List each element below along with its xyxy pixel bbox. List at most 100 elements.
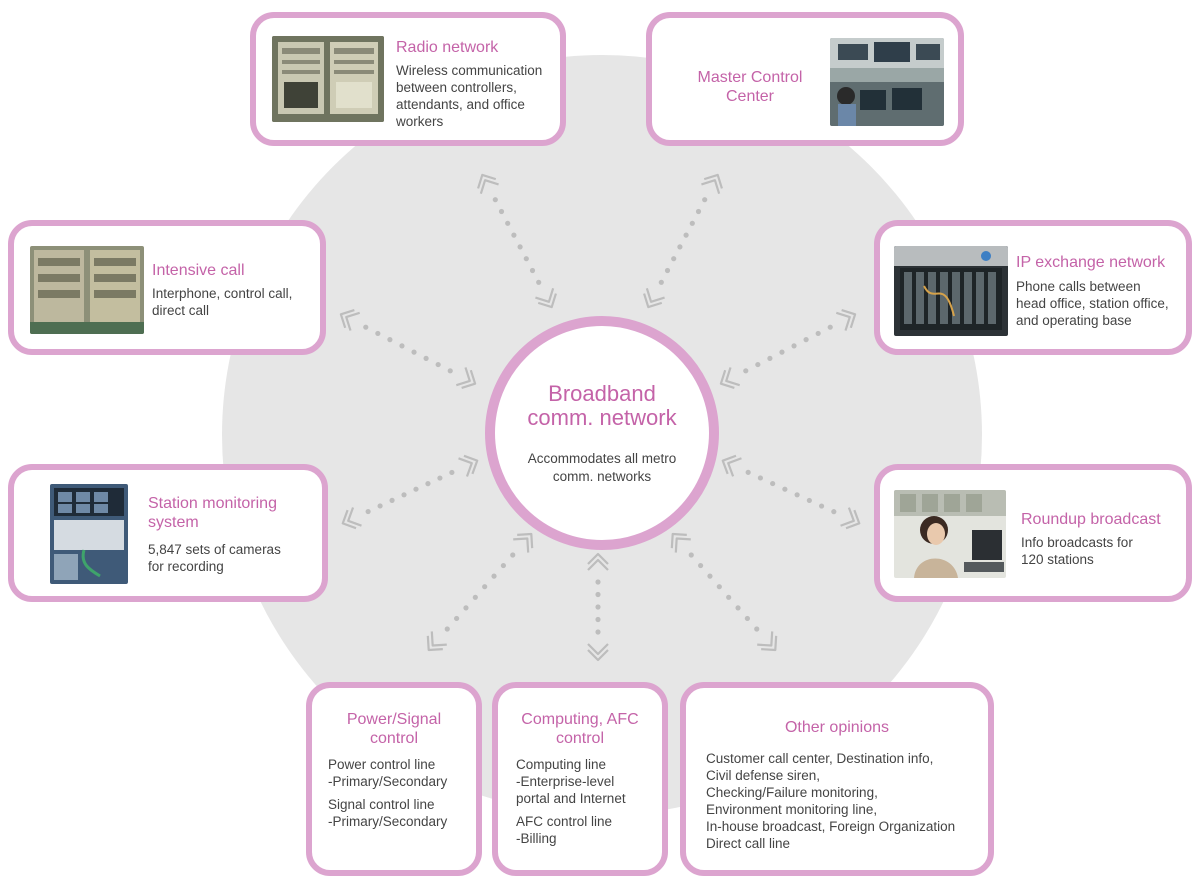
hub-title: Broadband comm. network (495, 382, 709, 430)
connector-dot-radio (511, 232, 517, 238)
ip-desc-line: and operating base (1016, 313, 1132, 328)
power-signal-title: Power/Signal control (312, 710, 476, 748)
connector-dot-station (365, 508, 371, 515)
connector-dot-computing (595, 604, 601, 610)
connector-dot-master (683, 232, 689, 238)
connector-dot-ip (803, 337, 809, 343)
ip-exchange-desc: Phone calls between head office, station… (1016, 278, 1169, 329)
computing-desc-line: -Enterprise-level (516, 774, 615, 789)
other-opinions-title: Other opinions (784, 719, 890, 736)
other-desc-line: Customer call center, Destination info, (706, 751, 934, 766)
computing-desc-line: Computing line (516, 757, 607, 772)
connector-dot-station (401, 492, 407, 498)
roundup-desc-line: 120 stations (1021, 552, 1094, 567)
hub-desc: Accommodates all metro comm. networks (495, 450, 709, 486)
connector-dot-computing (595, 616, 601, 623)
radio-network-title: Radio network (396, 39, 499, 56)
arrow-head-roundup-inner (721, 454, 742, 477)
connector-dot-intensive (447, 368, 453, 374)
connector-dot-roundup (818, 503, 825, 509)
radio-desc-line: attendants, and office (396, 97, 525, 112)
computing-desc-line: portal and Internet (516, 791, 626, 806)
intensive-desc-line: Interphone, control call, (152, 286, 293, 301)
connector-dot-roundup (782, 486, 788, 492)
connector-dot-radio (529, 267, 536, 274)
arrow-head-station-inner (458, 454, 479, 477)
arrow-head-other-outer (757, 631, 778, 652)
connector-dot-station (413, 486, 419, 492)
connector-dot-other (698, 562, 704, 569)
arrow-head-radio-inner (535, 287, 557, 309)
connector-dot-other (688, 552, 694, 558)
arrow-head-master-outer (701, 173, 723, 195)
radio-desc-line: Wireless communication (396, 63, 543, 78)
intensive-desc-line: direct call (152, 303, 210, 318)
other-desc-line: Checking/Failure monitoring, (706, 785, 878, 800)
connector-dot-station (425, 481, 431, 487)
other-desc-line: Direct call line (706, 836, 791, 851)
connector-dot-ip (755, 361, 761, 368)
connector-dot-ip (743, 368, 749, 374)
connector-dot-power (454, 615, 460, 622)
roundup-broadcast-desc: Info broadcasts for 120 stations (1021, 534, 1133, 568)
master-title-line: Center (725, 88, 775, 105)
card-ip-exchange-network: IP exchange network Phone calls between … (874, 220, 1192, 355)
computing-title-line: control (555, 730, 605, 747)
other-desc-line: In-house broadcast, Foreign Organization (706, 819, 956, 834)
connector-dot-radio (536, 279, 542, 285)
computing-title-line: Computing, AFC (521, 711, 639, 728)
connector-dot-other (754, 626, 760, 632)
arrow-head-intensive-inner (455, 367, 477, 390)
connector-dot-power (500, 562, 506, 569)
computing-afc-title: Computing, AFC control (498, 710, 662, 748)
power-title-line: Power/Signal (346, 711, 442, 728)
hub-desc-line: comm. networks (552, 469, 652, 484)
roundup-desc-line: Info broadcasts for (1021, 535, 1133, 550)
radio-desc-line: between controllers, (396, 80, 517, 95)
connector-dot-radio (523, 256, 529, 262)
connector-dot-master (695, 208, 702, 215)
connector-dot-roundup (794, 492, 800, 498)
connector-dot-power (510, 552, 516, 558)
connector-dot-other (707, 573, 713, 579)
connector-dot-intensive (375, 330, 381, 337)
connector-dot-ip (827, 324, 833, 330)
connector-dot-intensive (411, 349, 417, 355)
station-monitoring-title: Station monitoring system (148, 494, 277, 532)
arrow-head-other-inner (670, 532, 691, 553)
card-radio-network: Radio network Wireless communication bet… (250, 12, 566, 146)
arrow-head-intensive-outer (339, 308, 361, 331)
connector-dot-intensive (363, 324, 369, 330)
roundup-broadcast-title: Roundup broadcast (1021, 511, 1161, 528)
station-desc-line: 5,847 sets of cameras (148, 542, 281, 557)
connector-dot-roundup (831, 509, 837, 515)
card-other-opinions: Other opinions Customer call center, Des… (680, 682, 994, 876)
connector-dot-power (463, 605, 469, 611)
radio-network-desc: Wireless communication between controlle… (396, 62, 542, 130)
radio-equipment-photo (272, 36, 384, 122)
ip-desc-line: head office, station office, (1016, 296, 1169, 311)
ip-desc-line: Phone calls between (1016, 279, 1141, 294)
connector-dot-station (389, 497, 395, 503)
connector-dot-power (472, 594, 478, 600)
arrow-head-power-inner (513, 532, 534, 553)
other-opinions-desc: Customer call center, Destination info, … (706, 750, 955, 852)
connector-dot-master (702, 197, 708, 203)
intensive-call-title: Intensive call (152, 262, 245, 279)
connector-dot-ip (767, 355, 773, 361)
station-title-line: system (148, 514, 199, 531)
radio-desc-line: workers (396, 114, 444, 129)
card-roundup-broadcast: Roundup broadcast Info broadcasts for 12… (874, 464, 1192, 602)
roundup-broadcast-photo (894, 490, 1006, 578)
connector-dot-computing (595, 629, 601, 635)
connector-dot-computing (595, 591, 601, 598)
connector-dot-roundup (745, 469, 751, 475)
signal-desc-line: Signal control line (328, 797, 435, 812)
hub-title-line: Broadband (548, 381, 656, 406)
master-title-line: Master Control (697, 69, 803, 86)
station-desc-line: for recording (148, 559, 224, 574)
intensive-call-photo (30, 246, 144, 334)
connector-dot-other (744, 615, 750, 622)
connector-dot-other (726, 594, 732, 600)
connector-dot-master (671, 256, 677, 262)
